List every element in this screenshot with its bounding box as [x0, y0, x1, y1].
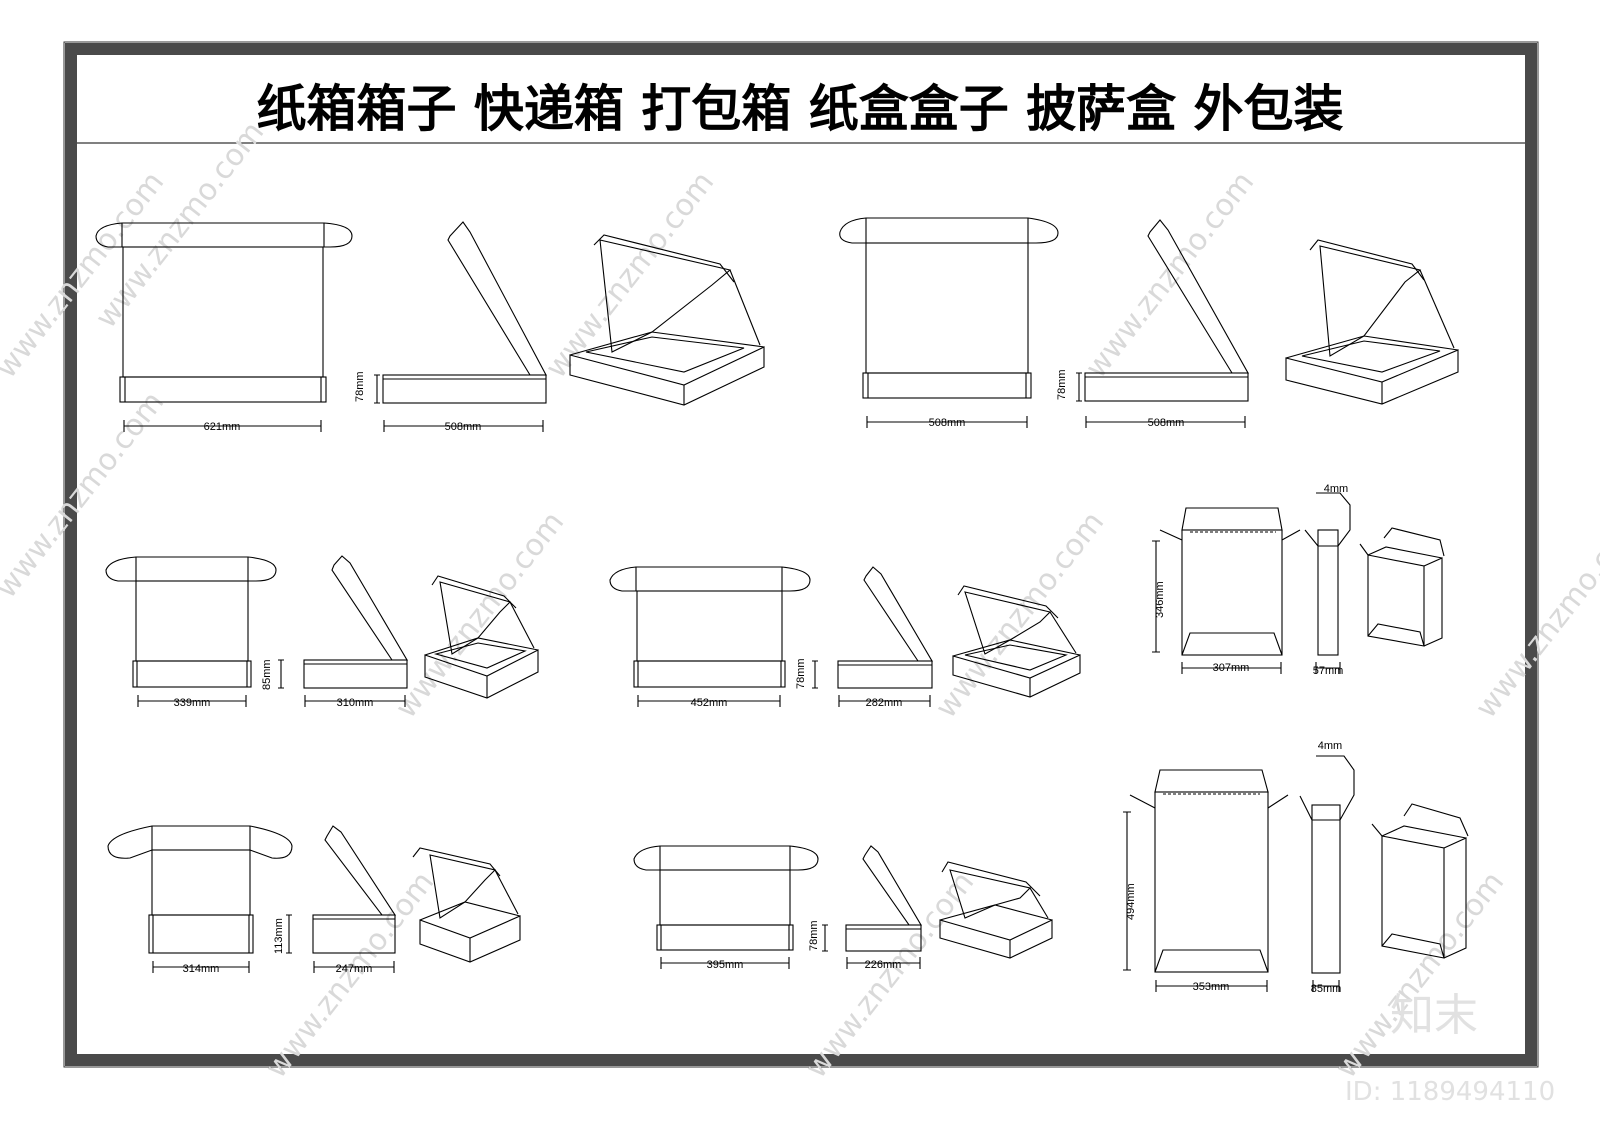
box-2-side-view: 78mm 508mm — [1056, 219, 1249, 429]
watermark-text: www.znzmo.com — [0, 385, 171, 605]
box-2-flat-view: 508mm — [839, 217, 1059, 429]
box-6-3d-view — [939, 861, 1053, 959]
box-2-3d-view — [1285, 239, 1459, 405]
box-6-flat-view: 395mm — [633, 845, 819, 971]
carton-b-front-view: 494mm 353mm — [1123, 769, 1289, 993]
dimension-label: 78mm — [808, 920, 820, 951]
dimension-label: 78mm — [1056, 369, 1068, 400]
box-3-flat-view: 339mm — [105, 556, 277, 709]
dimension-label: 339mm — [174, 697, 211, 709]
sheet-frame — [65, 43, 1537, 1066]
carton-a-side-view: 57mm 4mm — [1304, 483, 1351, 677]
box-4-3d-view — [952, 585, 1081, 698]
dimension-label: 353mm — [1193, 981, 1230, 993]
box-4-flat-view: 452mm — [609, 566, 811, 709]
watermark-layer: www.znzmo.com www.znzmo.com www.znzmo.co… — [0, 115, 1600, 1107]
dimension-label: 85mm — [261, 659, 273, 690]
dimension-label: 508mm — [929, 417, 966, 429]
watermark-text: www.znzmo.com — [1079, 165, 1261, 385]
box-5-3d-view — [412, 847, 521, 963]
carton-b-side-view: 85mm 4mm — [1299, 740, 1355, 995]
dimension-label: 57mm — [1313, 665, 1344, 677]
outer-frame-line — [63, 41, 1539, 1068]
dimension-label: 85mm — [1311, 983, 1342, 995]
dimension-label: 508mm — [445, 421, 482, 433]
box-5-flat-view: 314mm — [107, 825, 293, 975]
dimension-label: 4mm — [1324, 483, 1348, 495]
dimension-label: 452mm — [691, 697, 728, 709]
image-id: ID: 1189494110 — [1345, 1077, 1555, 1107]
dimension-label: 113mm — [273, 918, 285, 954]
box-3-side-view: 85mm 310mm — [261, 555, 408, 709]
dimension-label: 247mm — [336, 963, 373, 975]
dimension-label: 78mm — [354, 371, 366, 402]
dimension-label: 226mm — [865, 959, 902, 971]
watermark-text: www.znzmo.com — [259, 865, 441, 1085]
dimension-label: 395mm — [707, 959, 744, 971]
watermark-text: www.znzmo.com — [1329, 865, 1511, 1085]
carton-b-3d-view — [1371, 803, 1469, 959]
box-3-3d-view — [424, 575, 539, 699]
carton-a-front-view: 346mm 307mm — [1152, 507, 1301, 674]
box-6-side-view: 78mm 226mm — [808, 845, 922, 971]
box-1-3d-view — [569, 234, 765, 406]
dimension-label: 78mm — [795, 658, 807, 689]
carton-a-3d-view — [1359, 527, 1445, 647]
dimension-label: 494mm — [1125, 883, 1137, 920]
watermark-text: www.znzmo.com — [929, 505, 1111, 725]
dimension-label: 508mm — [1148, 417, 1185, 429]
dimension-label: 310mm — [337, 697, 374, 709]
dimension-label: 307mm — [1213, 662, 1250, 674]
box-1-side-view: 78mm 508mm — [354, 221, 547, 433]
watermark-text: www.znzmo.com — [389, 505, 571, 725]
brand-watermark: 知末 — [1390, 990, 1478, 1041]
sheet-title: 纸箱箱子 快递箱 打包箱 纸盒盒子 披萨盒 外包装 — [256, 80, 1343, 138]
dimension-label: 282mm — [866, 697, 903, 709]
box-1-flat-view: 621mm — [95, 222, 353, 433]
box-4-side-view: 78mm 282mm — [795, 566, 933, 709]
dimension-label: 4mm — [1318, 740, 1342, 752]
watermark-text: www.znzmo.com — [539, 165, 721, 385]
dimension-label: 621mm — [204, 421, 241, 433]
box-5-side-view: 113mm 247mm — [273, 825, 397, 975]
dimension-label: 346mm — [1154, 581, 1166, 618]
dimension-label: 314mm — [183, 963, 220, 975]
